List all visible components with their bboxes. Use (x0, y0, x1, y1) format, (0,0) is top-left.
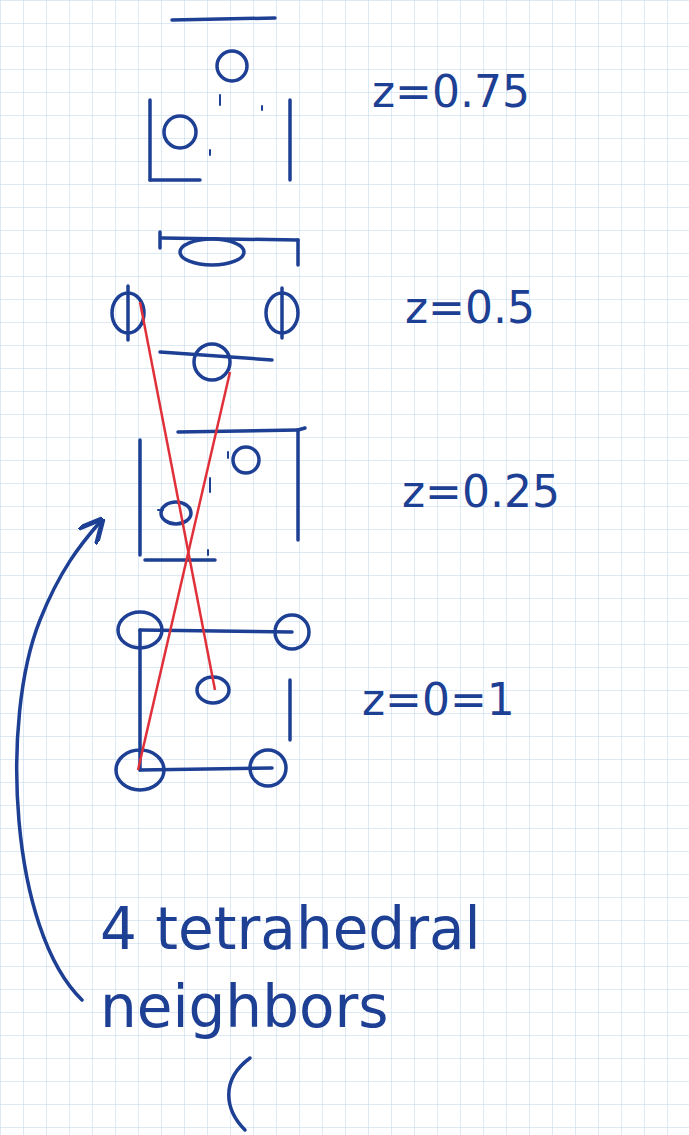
layer-height-label: z=0.75 (372, 68, 530, 116)
annotation-note: 4 tetrahedral neighbors (100, 890, 570, 1047)
layer-height-label: z=0=1 (362, 676, 515, 724)
layer-height-label: z=0.25 (402, 468, 560, 516)
layer-025 (140, 428, 305, 560)
pointer-arrow (17, 522, 100, 1000)
layer-height-label: z=0.5 (405, 284, 535, 332)
underline-curve (229, 1058, 250, 1130)
layer-075 (150, 18, 290, 180)
layers (17, 18, 309, 1130)
bond-lines (138, 302, 230, 770)
layer-0 (116, 612, 309, 790)
